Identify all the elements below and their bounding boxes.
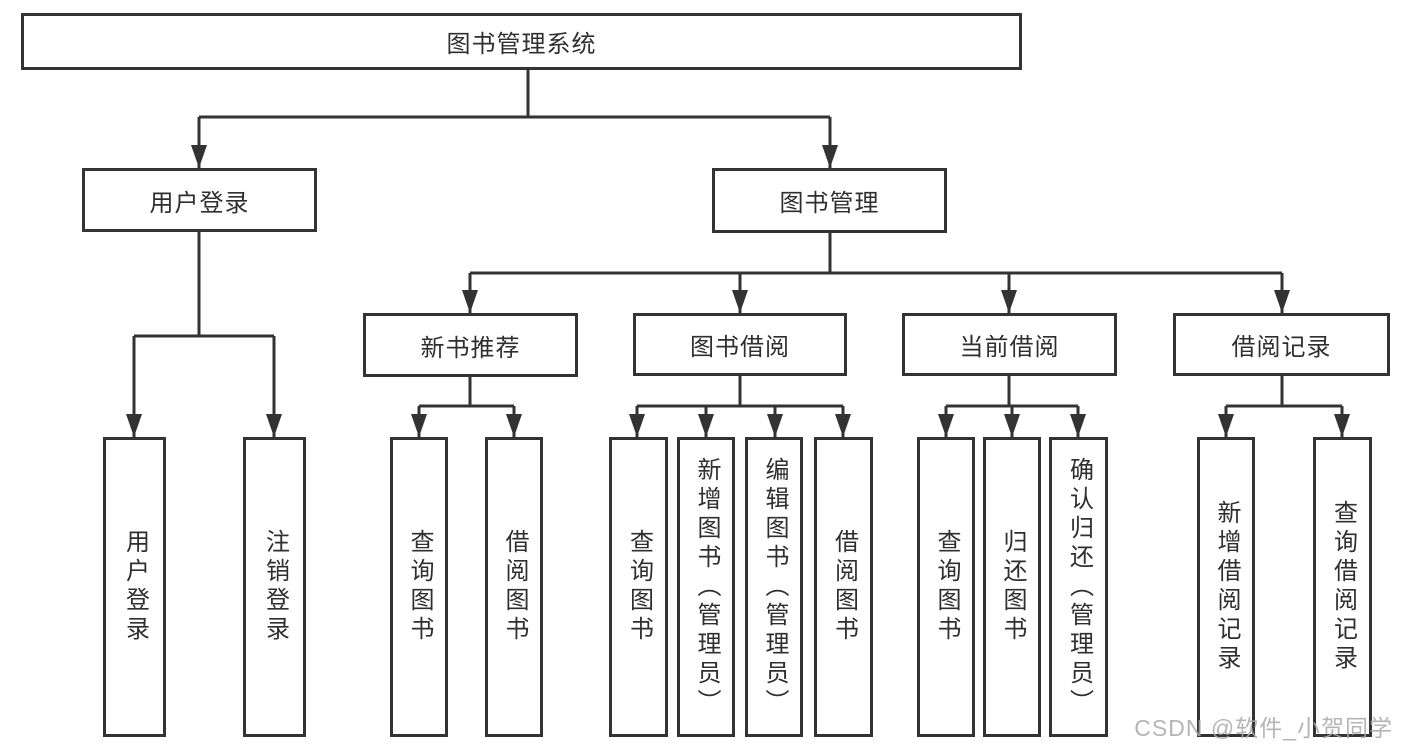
- leaf-current-return-books: 归还图书: [983, 437, 1041, 737]
- leaf-label: 新增图书（管理员）: [693, 456, 720, 718]
- leaf-borrowing-borrow-books: 借阅图书: [814, 437, 873, 737]
- leaf-label: 用户登录: [121, 529, 149, 645]
- csdn-watermark: CSDN @软件_小贺同学: [1134, 715, 1393, 741]
- leaf-label: 注销登录: [261, 529, 289, 645]
- node-book-borrowing: 图书借阅: [633, 313, 847, 376]
- leaf-current-confirm-return-admin: 确认归还（管理员）: [1049, 437, 1108, 737]
- node-new-book-recommend: 新书推荐: [363, 313, 578, 377]
- node-borrowing-records: 借阅记录: [1173, 313, 1390, 376]
- leaf-records-add-record: 新增借阅记录: [1197, 437, 1255, 737]
- leaf-label: 查询借阅记录: [1329, 500, 1357, 674]
- leaf-logout: 注销登录: [243, 437, 306, 737]
- leaf-label: 编辑图书（管理员）: [761, 456, 788, 718]
- node-user-login: 用户登录: [82, 168, 317, 232]
- leaf-recommend-borrow-books: 借阅图书: [485, 437, 543, 737]
- leaf-borrowing-query-books: 查询图书: [609, 437, 668, 737]
- leaf-label: 确认归还（管理员）: [1065, 456, 1093, 718]
- leaf-borrowing-edit-books-admin: 编辑图书（管理员）: [745, 437, 803, 737]
- leaf-current-query-books: 查询图书: [917, 437, 975, 737]
- leaf-label: 查询图书: [625, 529, 653, 645]
- leaf-label: 查询图书: [933, 529, 960, 645]
- leaf-label: 借阅图书: [830, 529, 858, 645]
- leaf-label: 借阅图书: [501, 529, 528, 645]
- node-library-system: 图书管理系统: [21, 13, 1022, 70]
- leaf-borrowing-add-books-admin: 新增图书（管理员）: [677, 437, 735, 737]
- leaf-label: 新增借阅记录: [1213, 500, 1240, 674]
- leaf-user-login: 用户登录: [103, 437, 166, 737]
- node-book-management: 图书管理: [712, 168, 947, 233]
- leaf-label: 查询图书: [406, 529, 433, 645]
- leaf-records-query-record: 查询借阅记录: [1313, 437, 1372, 737]
- leaf-label: 归还图书: [999, 529, 1026, 645]
- node-current-borrowing: 当前借阅: [902, 313, 1117, 376]
- leaf-recommend-query-books: 查询图书: [390, 437, 448, 737]
